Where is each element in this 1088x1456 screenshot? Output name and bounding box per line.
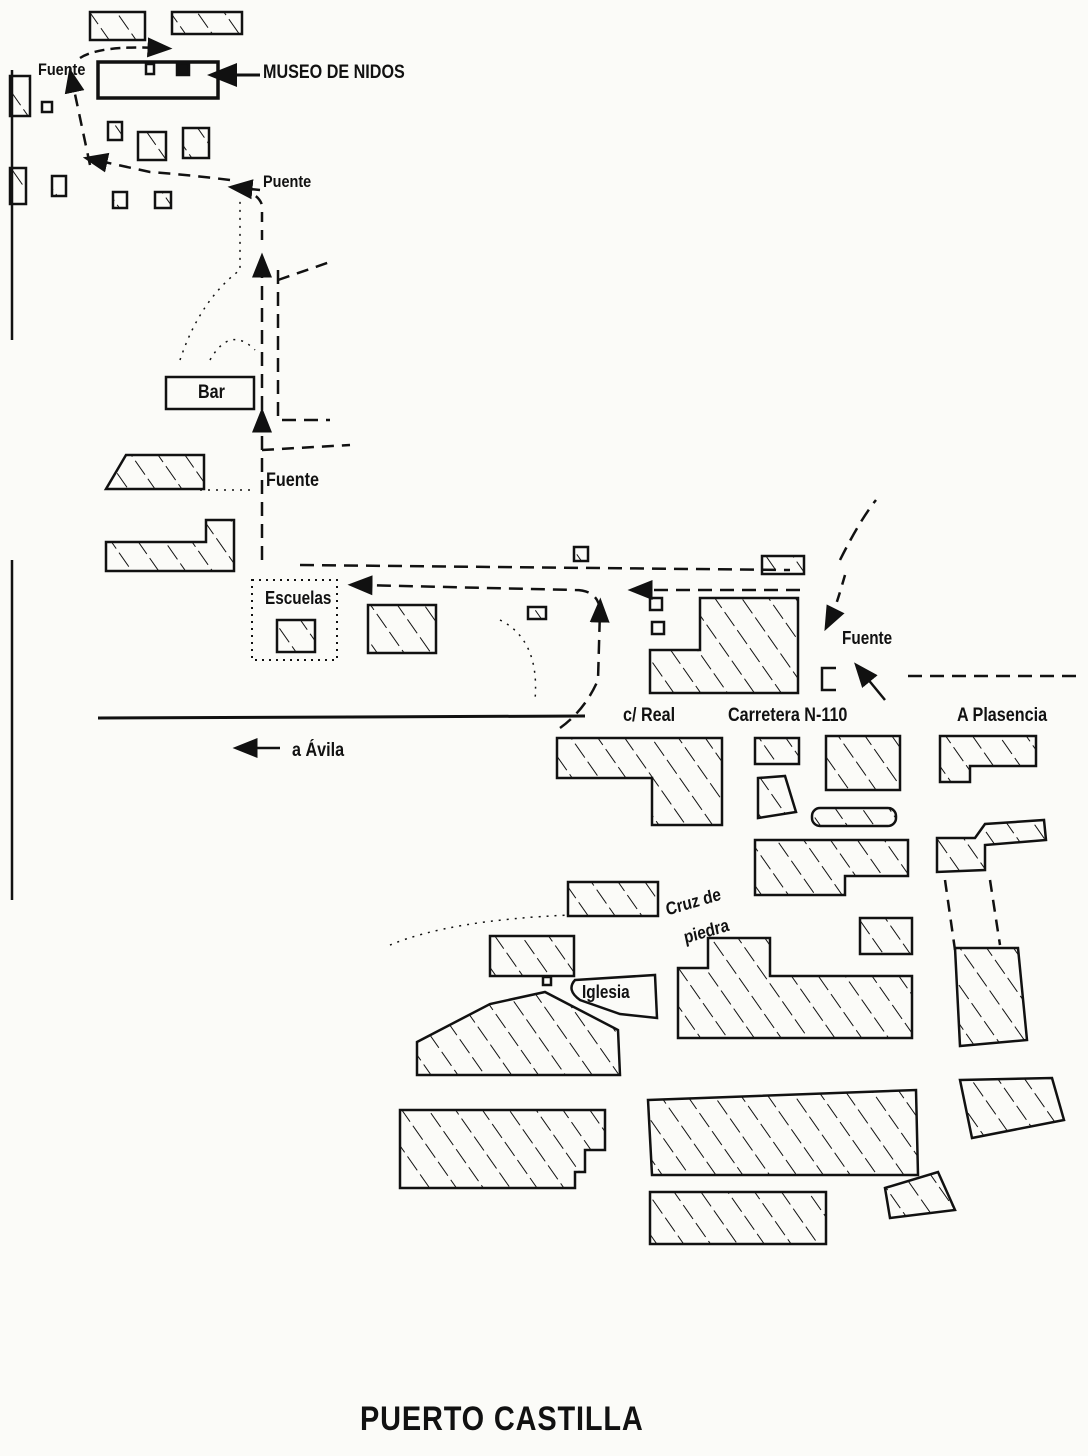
building bbox=[753, 838, 910, 897]
building bbox=[935, 818, 1048, 874]
building bbox=[953, 946, 1029, 1048]
schools-label: Escuelas bbox=[265, 588, 332, 608]
bar-building bbox=[164, 375, 256, 411]
building bbox=[858, 916, 914, 956]
museum-building bbox=[96, 60, 220, 100]
fountain-label-right: Fuente bbox=[842, 628, 893, 648]
building bbox=[153, 190, 173, 210]
building bbox=[648, 596, 664, 612]
schools-area bbox=[251, 579, 338, 661]
building bbox=[104, 518, 236, 573]
school-building bbox=[275, 618, 317, 654]
building bbox=[820, 666, 836, 692]
street-real-label: c/ Real bbox=[623, 705, 676, 726]
building bbox=[398, 1108, 607, 1190]
building bbox=[650, 620, 666, 636]
building bbox=[648, 596, 800, 695]
building bbox=[810, 806, 898, 828]
bridge-label: Puente bbox=[263, 172, 312, 191]
building bbox=[555, 736, 724, 827]
building bbox=[8, 74, 32, 118]
building bbox=[646, 1088, 920, 1177]
building bbox=[415, 990, 622, 1077]
building bbox=[541, 975, 553, 987]
building bbox=[753, 736, 801, 766]
map-title: PUERTO CASTILLA bbox=[360, 1400, 644, 1438]
church-label: Iglesia bbox=[582, 982, 630, 1002]
building bbox=[488, 934, 576, 978]
building bbox=[136, 130, 168, 162]
building bbox=[526, 605, 548, 621]
building bbox=[103, 453, 206, 491]
building bbox=[572, 545, 590, 563]
bar-label: Bar bbox=[198, 382, 225, 403]
building bbox=[566, 880, 660, 918]
church-building bbox=[570, 973, 659, 1020]
fountain-label-top: Fuente bbox=[38, 60, 86, 79]
fountain-label-mid: Fuente bbox=[266, 470, 319, 491]
buildings bbox=[8, 10, 1066, 1246]
plasencia-label: A Plasencia bbox=[957, 705, 1048, 726]
building bbox=[938, 734, 1038, 784]
roads bbox=[10, 37, 1080, 951]
avila-label: a Ávila bbox=[292, 740, 345, 761]
building bbox=[170, 10, 244, 36]
building bbox=[88, 10, 147, 42]
building bbox=[648, 1190, 828, 1246]
building bbox=[111, 190, 129, 210]
road-n110-label: Carretera N-110 bbox=[728, 705, 848, 726]
building bbox=[958, 1076, 1066, 1140]
museum-label: MUSEO DE NIDOS bbox=[263, 62, 405, 83]
building bbox=[144, 62, 156, 76]
building bbox=[883, 1170, 957, 1220]
paths bbox=[179, 200, 571, 946]
building bbox=[40, 100, 54, 114]
building bbox=[8, 166, 28, 206]
building bbox=[756, 774, 798, 820]
building bbox=[106, 120, 124, 142]
building bbox=[50, 174, 68, 198]
building bbox=[824, 734, 902, 792]
building bbox=[676, 936, 914, 1040]
building bbox=[760, 554, 806, 576]
building bbox=[181, 126, 211, 160]
building bbox=[175, 61, 191, 77]
building bbox=[366, 603, 438, 655]
